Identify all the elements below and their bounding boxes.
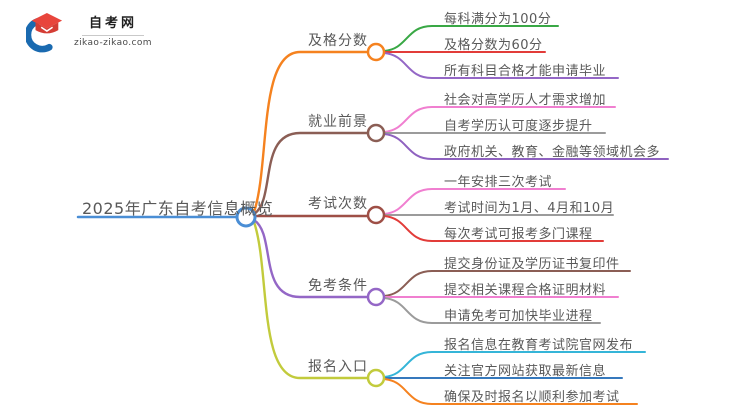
leaf-2-1-line xyxy=(383,106,616,133)
branch-5-label: 报名入口 xyxy=(308,359,368,375)
logo-divider xyxy=(81,35,144,36)
logo-title: 自考网 xyxy=(88,16,137,31)
branch-1-label: 及格分数 xyxy=(308,33,368,49)
leaf-3-3-line xyxy=(383,215,604,242)
branch-3-node-circle[interactable] xyxy=(366,205,386,225)
branch-3-label: 考试次数 xyxy=(308,196,368,212)
leaf-5-1-label: 报名信息在教育考试院官网发布 xyxy=(444,338,634,353)
leaf-1-3-line xyxy=(383,52,619,79)
branch-1-node-circle[interactable] xyxy=(366,42,386,62)
branch-2-label: 就业前景 xyxy=(308,114,368,130)
logo-domain: zikao-zikao.com xyxy=(74,38,152,48)
leaf-3-3-label: 每次考试可报考多门课程 xyxy=(444,227,593,242)
leaf-3-2-label: 考试时间为1月、4月和10月 xyxy=(444,201,615,216)
site-logo[interactable]: 自考网 zikao-zikao.com xyxy=(26,10,152,54)
leaf-4-3-label: 申请免考可加快毕业进程 xyxy=(444,309,593,324)
leaf-4-3-line xyxy=(383,297,601,324)
leaf-5-1-line xyxy=(383,351,646,378)
leaf-4-2-label: 提交相关课程合格证明材料 xyxy=(444,283,607,298)
branch-5-line xyxy=(252,220,370,380)
leaf-1-3-label: 所有科目合格才能申请毕业 xyxy=(444,64,607,79)
leaf-2-3-line xyxy=(383,133,669,160)
leaf-2-3-label: 政府机关、教育、金融等领域机会多 xyxy=(444,145,661,160)
leaf-5-2-label: 关注官方网站获取最新信息 xyxy=(444,364,607,379)
leaf-1-2-label: 及格分数为60分 xyxy=(444,38,543,53)
leaf-3-1-label: 一年安排三次考试 xyxy=(444,175,553,190)
branch-5-node-circle[interactable] xyxy=(366,368,386,388)
leaf-1-1-label: 每科满分为100分 xyxy=(444,12,552,27)
branch-2-node-circle[interactable] xyxy=(366,123,386,143)
branch-4-line xyxy=(252,218,370,299)
branch-2-line xyxy=(252,131,370,216)
leaf-3-1-line xyxy=(383,188,566,215)
branch-1-line xyxy=(252,50,370,214)
leaf-4-1-line xyxy=(383,270,631,297)
leaf-2-2-label: 自考学历认可度逐步提升 xyxy=(444,119,593,134)
leaf-2-1-label: 社会对高学历人才需求增加 xyxy=(444,93,607,108)
graduation-cap-icon xyxy=(26,13,63,53)
branch-4-label: 免考条件 xyxy=(308,278,368,294)
leaf-5-3-line xyxy=(383,378,638,405)
leaf-5-3-label: 确保及时报名以顺利参加考试 xyxy=(444,390,620,405)
root-node-circle[interactable] xyxy=(235,206,257,228)
leaf-1-1-line xyxy=(383,25,559,52)
root-topic-label: 2025年广东自考信息概览 xyxy=(82,199,274,218)
leaf-4-1-label: 提交身份证及学历证书复印件 xyxy=(444,257,620,272)
branch-4-node-circle[interactable] xyxy=(366,287,386,307)
